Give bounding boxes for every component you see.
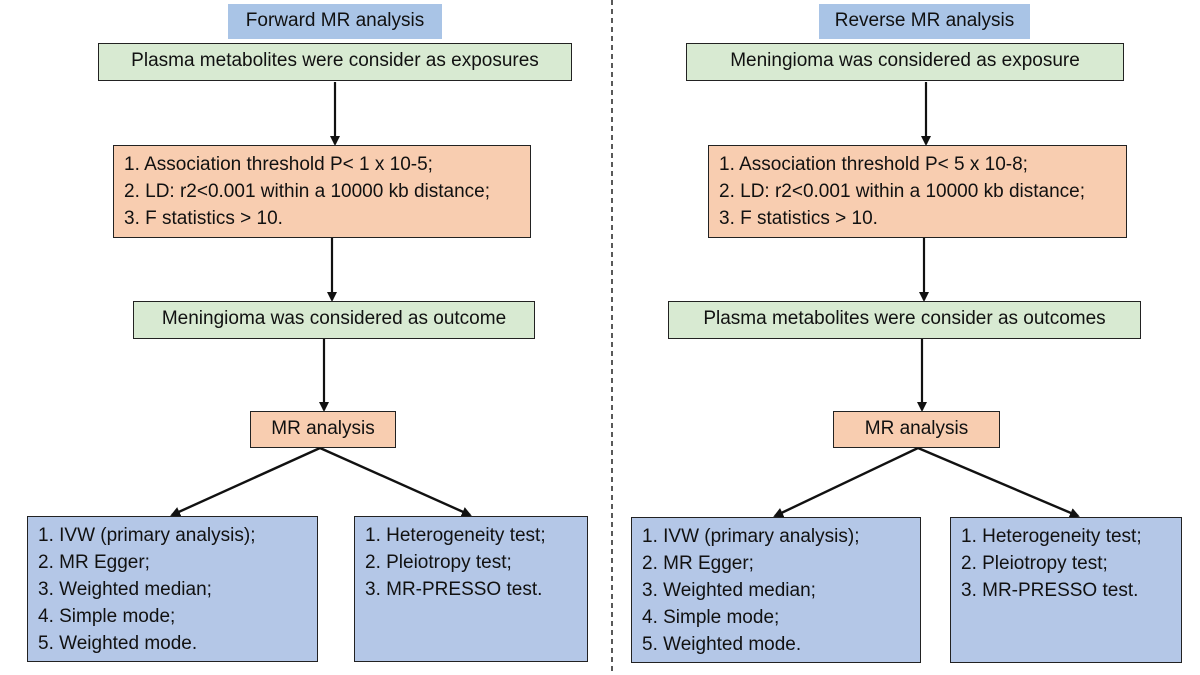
forward-method-item: 1. IVW (primary analysis); [38,525,256,546]
forward-sensitivity-item: 3. MR-PRESSO test. [365,579,543,600]
forward-arrow-analysis-to-methods [170,446,321,517]
forward-method-item: 3. Weighted median; [38,579,212,600]
reverse-method-item: 3. Weighted median; [642,580,816,601]
forward-criteria-line-1: 1. Association threshold P< 1 x 10-5; [124,154,433,175]
reverse-method-item: 4. Simple mode; [642,607,780,628]
reverse-criteria-line-2: 2. LD: r2<0.001 within a 10000 kb distan… [719,181,1085,202]
reverse-sensitivity-box: 1. Heterogeneity test; 2. Pleiotropy tes… [950,517,1182,663]
forward-criteria-line-2: 2. LD: r2<0.001 within a 10000 kb distan… [124,181,490,202]
reverse-panel-title: Reverse MR analysis [819,4,1030,39]
forward-outcome-box: Meningioma was considered as outcome [133,301,535,339]
reverse-outcome-box: Plasma metabolites were consider as outc… [668,301,1141,339]
forward-method-item: 4. Simple mode; [38,606,176,627]
reverse-arrow-analysis-to-methods [773,446,919,518]
forward-method-item: 5. Weighted mode. [38,633,198,654]
reverse-criteria-line-3: 3. F statistics > 10. [719,208,878,229]
reverse-methods-box: 1. IVW (primary analysis); 2. MR Egger; … [631,517,921,663]
forward-methods-box: 1. IVW (primary analysis); 2. MR Egger; … [27,516,318,662]
forward-exposure-box: Plasma metabolites were consider as expo… [98,43,572,81]
forward-sensitivity-box: 1. Heterogeneity test; 2. Pleiotropy tes… [354,516,588,662]
reverse-exposure-box: Meningioma was considered as exposure [686,43,1124,81]
reverse-method-item: 2. MR Egger; [642,553,754,574]
reverse-instrument-criteria-box: 1. Association threshold P< 5 x 10-8; 2.… [708,145,1127,238]
reverse-sensitivity-item: 3. MR-PRESSO test. [961,580,1139,601]
forward-instrument-criteria-box: 1. Association threshold P< 1 x 10-5; 2.… [113,145,531,238]
forward-arrow-analysis-to-sensitivity [319,446,472,517]
forward-sensitivity-item: 1. Heterogeneity test; [365,525,546,546]
forward-mr-analysis-box: MR analysis [250,411,396,448]
reverse-sensitivity-item: 1. Heterogeneity test; [961,526,1142,547]
reverse-mr-analysis-box: MR analysis [833,411,1000,448]
forward-criteria-line-3: 3. F statistics > 10. [124,208,283,229]
reverse-criteria-line-1: 1. Association threshold P< 5 x 10-8; [719,154,1028,175]
forward-panel-title: Forward MR analysis [228,4,442,39]
reverse-method-item: 5. Weighted mode. [642,634,802,655]
forward-sensitivity-item: 2. Pleiotropy test; [365,552,512,573]
forward-method-item: 2. MR Egger; [38,552,150,573]
reverse-sensitivity-item: 2. Pleiotropy test; [961,553,1108,574]
reverse-arrow-analysis-to-sensitivity [917,446,1080,518]
reverse-method-item: 1. IVW (primary analysis); [642,526,860,547]
